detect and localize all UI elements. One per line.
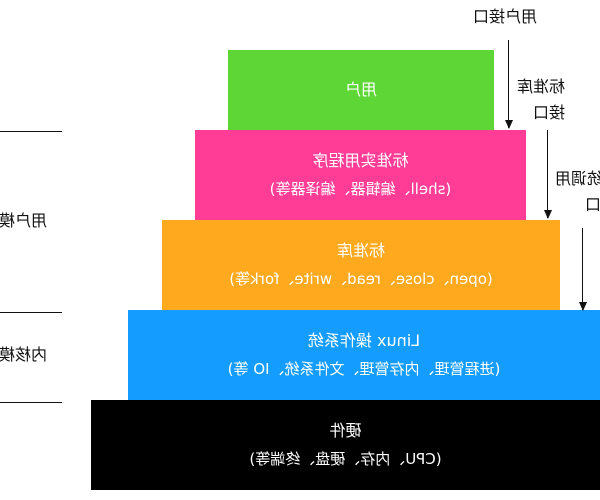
layer-title: 硬件 [329, 421, 362, 440]
divider-top [0, 131, 62, 132]
layer-title: 标准实用程序 [312, 151, 409, 170]
syscall-interface-label-1: 系统调用 [554, 169, 600, 188]
syscall-interface-label-2: 接口 [584, 195, 600, 214]
syscall-interface-arrow [582, 228, 583, 310]
kernel-mode-label: 内核模式 [0, 345, 47, 364]
layer-title: 用户 [345, 80, 378, 99]
layer-subtitle: (CPU、内存、硬盘、终端等) [249, 450, 442, 468]
layer-user: 用户 [228, 50, 494, 130]
layer-title: Linux 操作系统 [307, 331, 421, 350]
stdlib-interface-label-1: 标准库 [516, 77, 565, 96]
layer-standard-library: 标准库 (open、close、read、write、fork等) [162, 220, 560, 310]
layer-title: 标准库 [337, 241, 386, 260]
layer-hardware: 硬件 (CPU、内存、硬盘、终端等) [91, 400, 600, 490]
layer-standard-utilities: 标准实用程序 (shell、编辑器、编译器等) [195, 130, 526, 220]
user-interface-arrow [508, 40, 509, 128]
layer-subtitle: (shell、编辑器、编译器等) [269, 180, 452, 198]
layer-linux-os: Linux 操作系统 (进程管理、内存管理、文件系统、IO 等) [128, 310, 600, 400]
divider-bottom [0, 402, 62, 403]
layer-subtitle: (进程管理、内存管理、文件系统、IO 等) [227, 360, 501, 378]
stdlib-interface-arrow [547, 130, 548, 218]
stdlib-interface-label-2: 接口 [532, 103, 565, 122]
user-mode-label: 用户模式 [0, 211, 47, 230]
layer-subtitle: (open、close、read、write、fork等) [229, 270, 493, 288]
divider-middle [0, 312, 62, 313]
user-interface-label: 用户接口 [472, 7, 537, 26]
